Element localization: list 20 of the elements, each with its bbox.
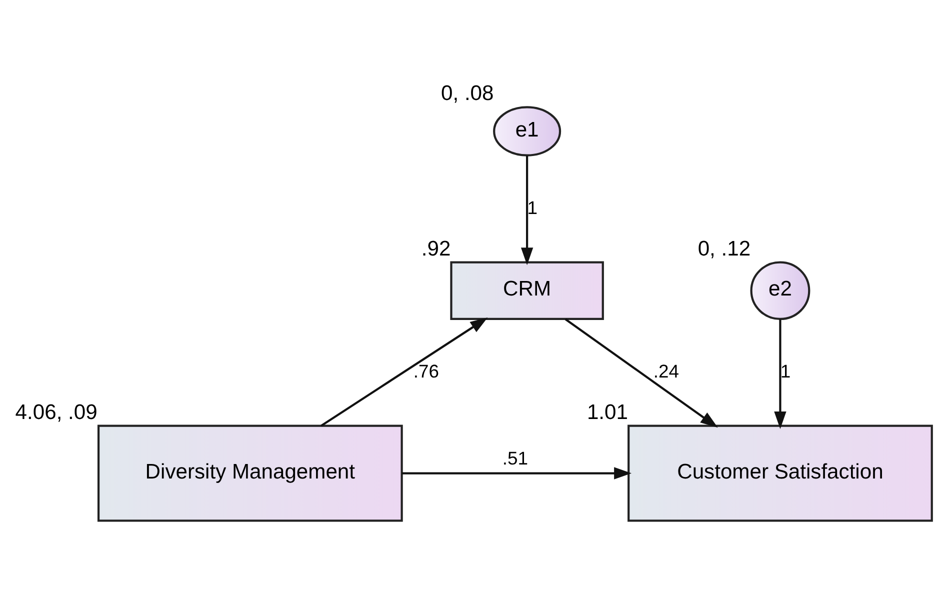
- node-circle: e2: [750, 260, 810, 320]
- edge-label: .76: [413, 360, 440, 381]
- node-label: 4.06, .09: [15, 400, 98, 424]
- node-box: Customer Satisfaction: [628, 424, 933, 522]
- arrow: [774, 318, 786, 428]
- node-ellipse: e1: [493, 106, 562, 156]
- node-label: 0, .08: [441, 82, 494, 105]
- node-label: 1.01: [586, 400, 628, 424]
- node-label: .92: [421, 236, 451, 260]
- edge-label: 1: [527, 196, 538, 218]
- arrow: [320, 317, 488, 426]
- node-label: 0, .12: [698, 236, 751, 260]
- arrow: [564, 318, 718, 428]
- arrow: [520, 155, 534, 265]
- node-box: CRM: [450, 260, 604, 320]
- edge-label: 1: [780, 360, 791, 381]
- edge-label: .24: [653, 360, 679, 381]
- edge-label: .51: [502, 446, 528, 468]
- node-box: Diversity Management: [97, 424, 403, 522]
- arrow: [402, 466, 632, 479]
